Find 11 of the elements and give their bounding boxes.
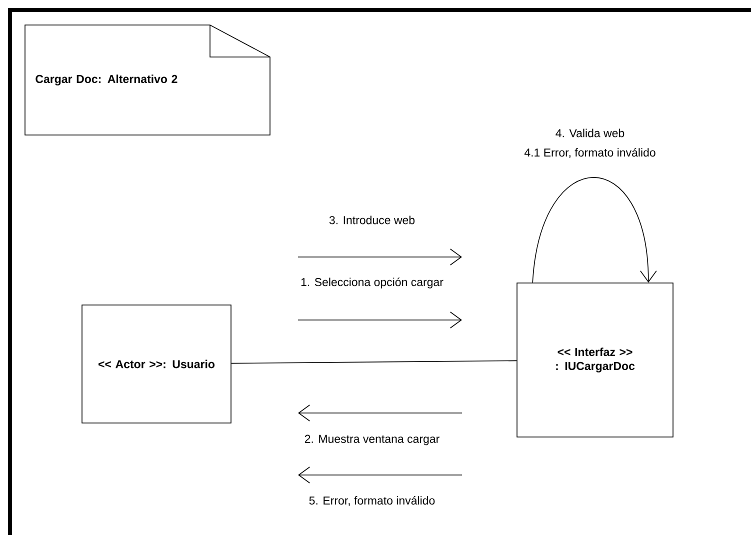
- message-label: 1. Selecciona opción cargar: [301, 278, 444, 288]
- message-label: 4.1 Error, formato inválido: [524, 148, 656, 158]
- message-label: 5. Error, formato inválido: [309, 496, 435, 506]
- object-box: << Actor >>: Usuario: [82, 304, 232, 424]
- self-loop-arrow: [532, 177, 657, 283]
- note-box: Cargar Doc: Alternativo 2: [24, 24, 270, 136]
- message-label: 4. Valida web: [556, 128, 624, 138]
- message-label: 3. Introduce web: [329, 216, 415, 224]
- association-line: [231, 360, 517, 364]
- object-box: << Interfaz >> : IUCargarDoc: [516, 282, 674, 438]
- message-label: 2. Muestra ventana cargar: [304, 434, 440, 446]
